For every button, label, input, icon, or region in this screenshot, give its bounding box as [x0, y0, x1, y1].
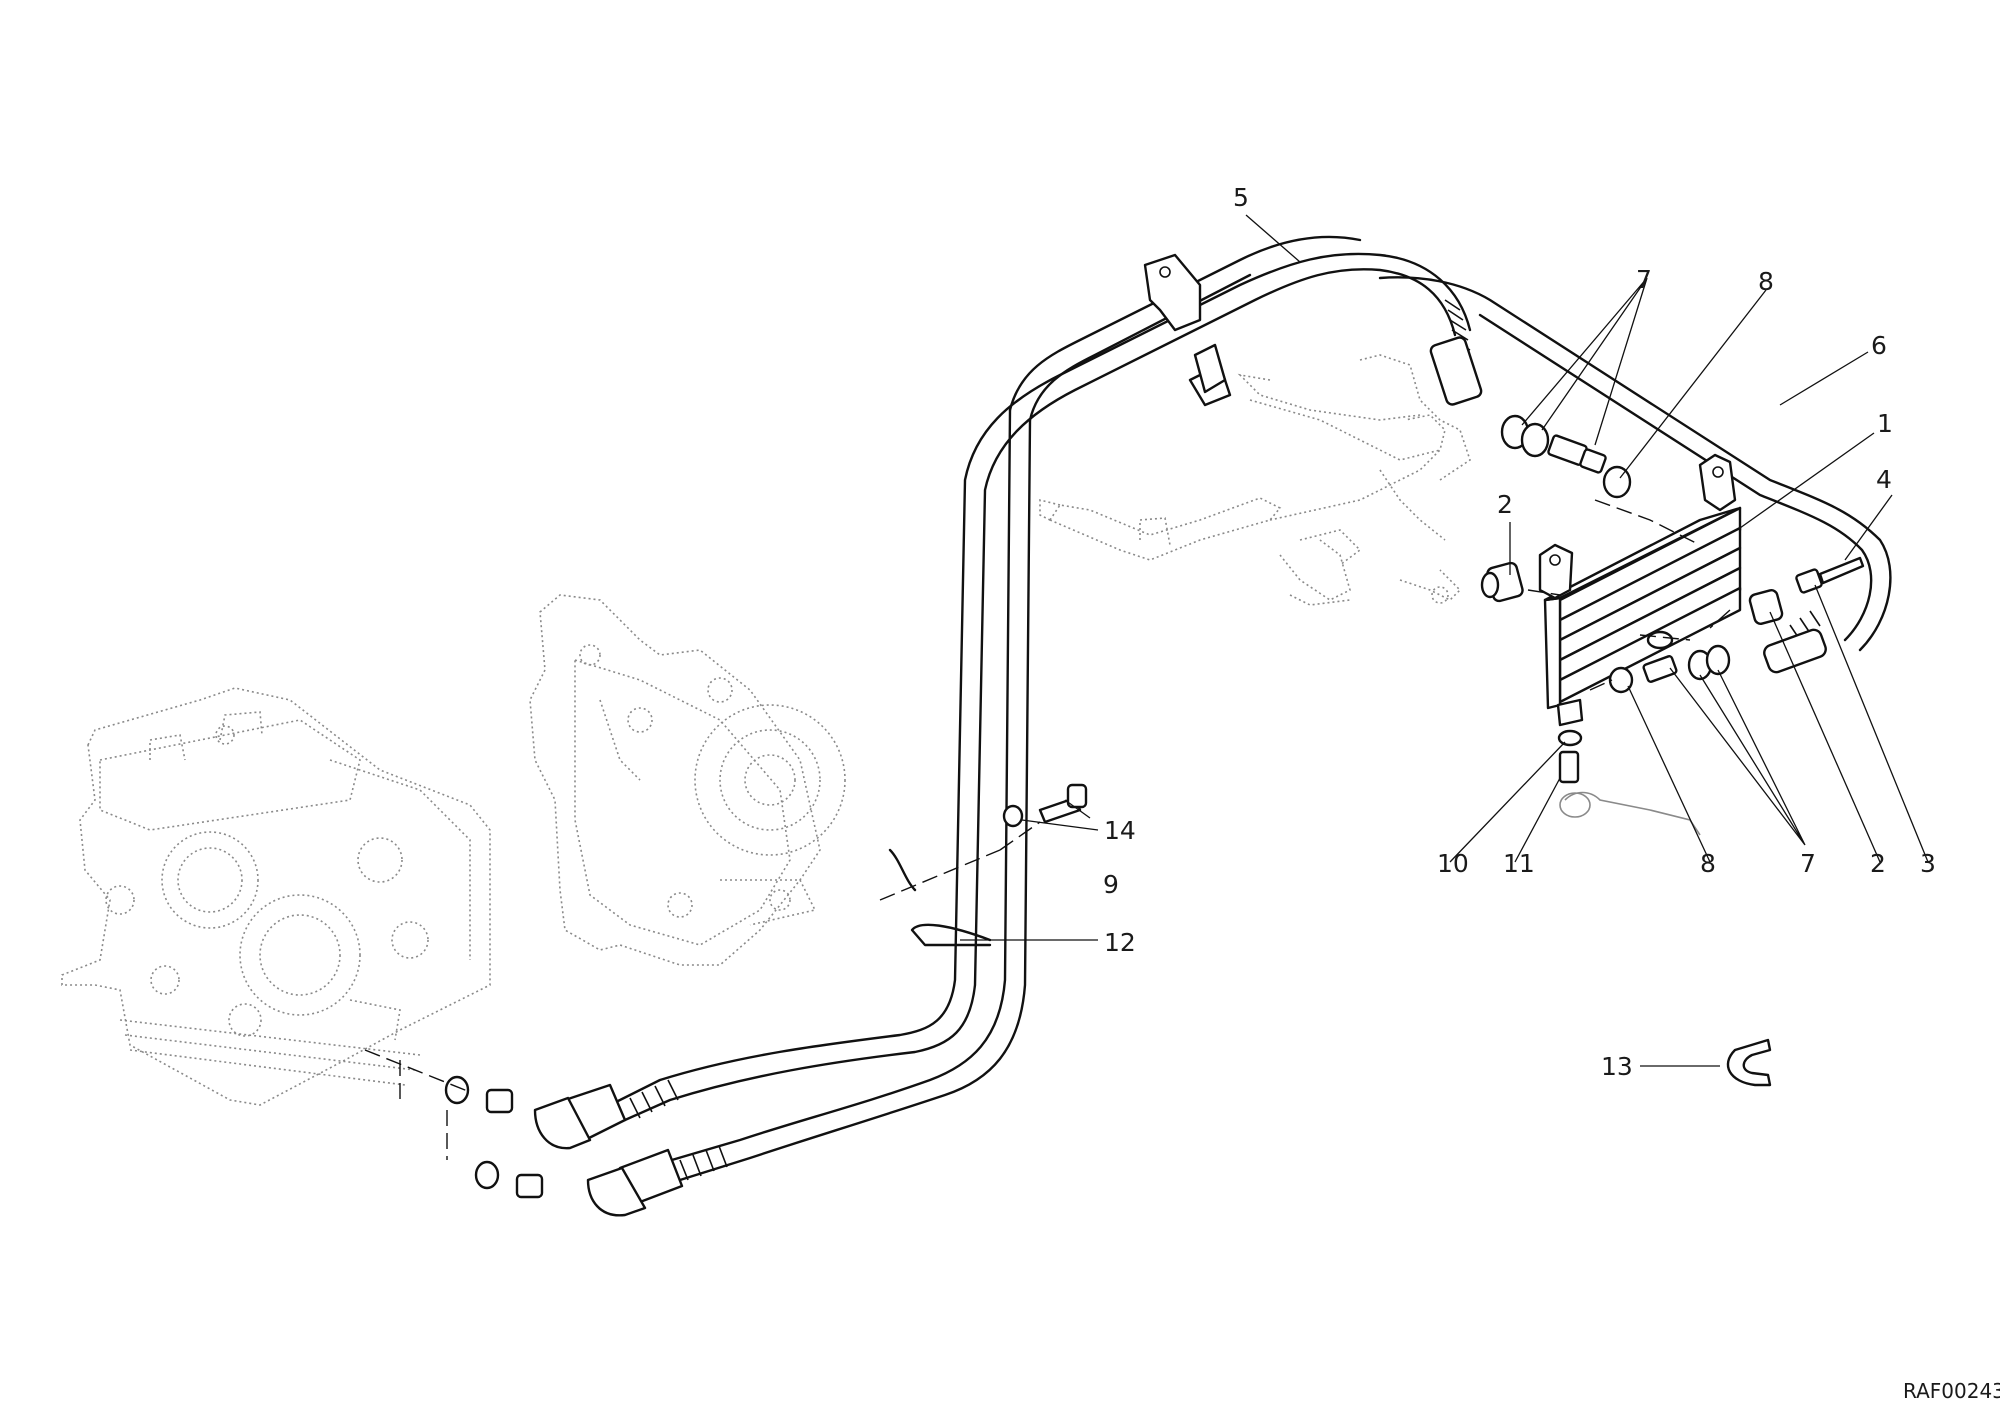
callout-2-lower: 2 — [1870, 849, 1886, 878]
callout-4: 4 — [1876, 465, 1892, 494]
callout-7-lower: 7 — [1800, 849, 1816, 878]
engine-crankcase-left — [61, 687, 491, 1106]
callout-2-upper: 2 — [1497, 490, 1513, 519]
oil-line-6 — [586, 235, 1892, 1217]
callout-6: 6 — [1871, 331, 1887, 360]
frame-bracket — [1039, 354, 1471, 606]
engine-side-cover — [529, 594, 846, 966]
drawing-code: RAF00243 — [1903, 1379, 2000, 1403]
oil-line-5 — [533, 252, 1483, 1150]
callout-8-upper: 8 — [1758, 267, 1774, 296]
callout-1: 1 — [1877, 409, 1893, 438]
callout-9: 9 — [1103, 870, 1119, 899]
callout-14: 14 — [1104, 816, 1136, 845]
hose-support-bracket — [1143, 253, 1232, 407]
callout-13: 13 — [1601, 1052, 1633, 1081]
callout-3: 3 — [1920, 849, 1936, 878]
callout-8-lower: 8 — [1700, 849, 1716, 878]
assembly-lines — [364, 499, 1731, 1160]
cooler-fittings — [444, 414, 1865, 1199]
callout-10: 10 — [1437, 849, 1469, 878]
callout-7-upper: 7 — [1636, 265, 1652, 294]
callout-5: 5 — [1233, 183, 1249, 212]
callout-12: 12 — [1104, 928, 1136, 957]
leader-lines — [960, 214, 1929, 1067]
oil-cooler — [1538, 453, 1742, 727]
callout-11: 11 — [1503, 849, 1535, 878]
callouts: 1 2 2 3 4 5 6 7 7 8 8 9 10 11 12 13 14 R… — [1103, 183, 2000, 1403]
